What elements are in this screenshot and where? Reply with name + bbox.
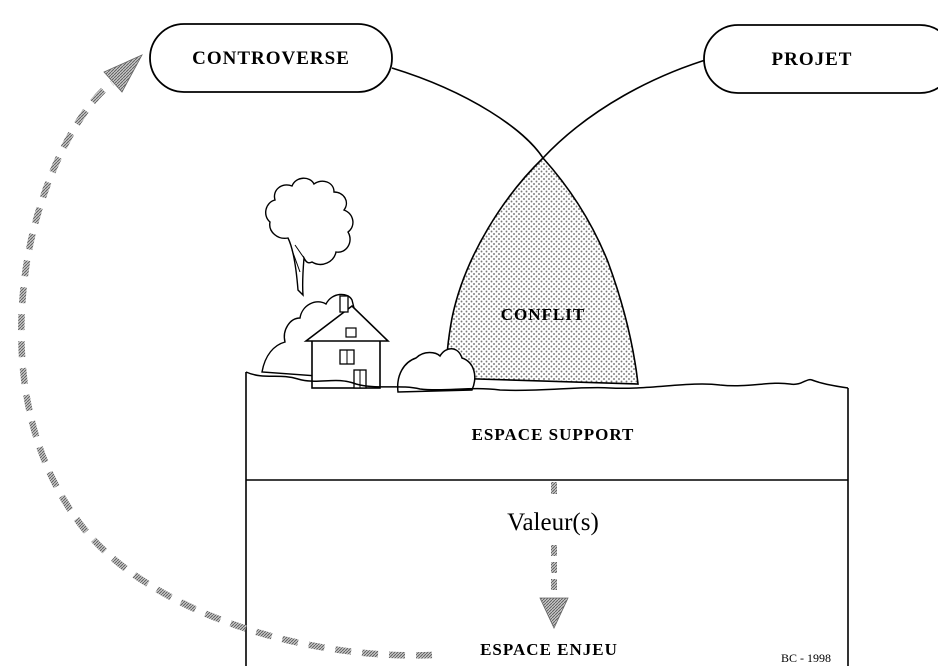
valeurs-label: Valeur(s) — [507, 509, 599, 536]
arrow-right-icon — [103, 54, 143, 93]
arrow-down-icon — [539, 597, 569, 629]
controverse-label: CONTROVERSE — [192, 48, 350, 69]
espace-support-box — [245, 371, 849, 666]
espace-enjeu-label: ESPACE ENJEU — [480, 640, 618, 659]
projet-arc — [542, 57, 713, 159]
conflict-zone — [445, 156, 639, 385]
projet-node — [703, 24, 938, 94]
landscape-illustration — [261, 177, 476, 393]
espace-support-label: ESPACE SUPPORT — [472, 425, 635, 444]
valeurs-arrow — [539, 482, 569, 629]
tree-icon — [264, 177, 354, 297]
credit-label: BC - 1998 — [781, 651, 831, 665]
conflit-label: CONFLIT — [501, 305, 585, 324]
shrub-icon — [396, 348, 476, 393]
controverse-arc — [391, 67, 544, 159]
feedback-arrow — [18, 54, 433, 659]
controverse-node — [149, 23, 393, 93]
projet-label: PROJET — [772, 49, 853, 70]
